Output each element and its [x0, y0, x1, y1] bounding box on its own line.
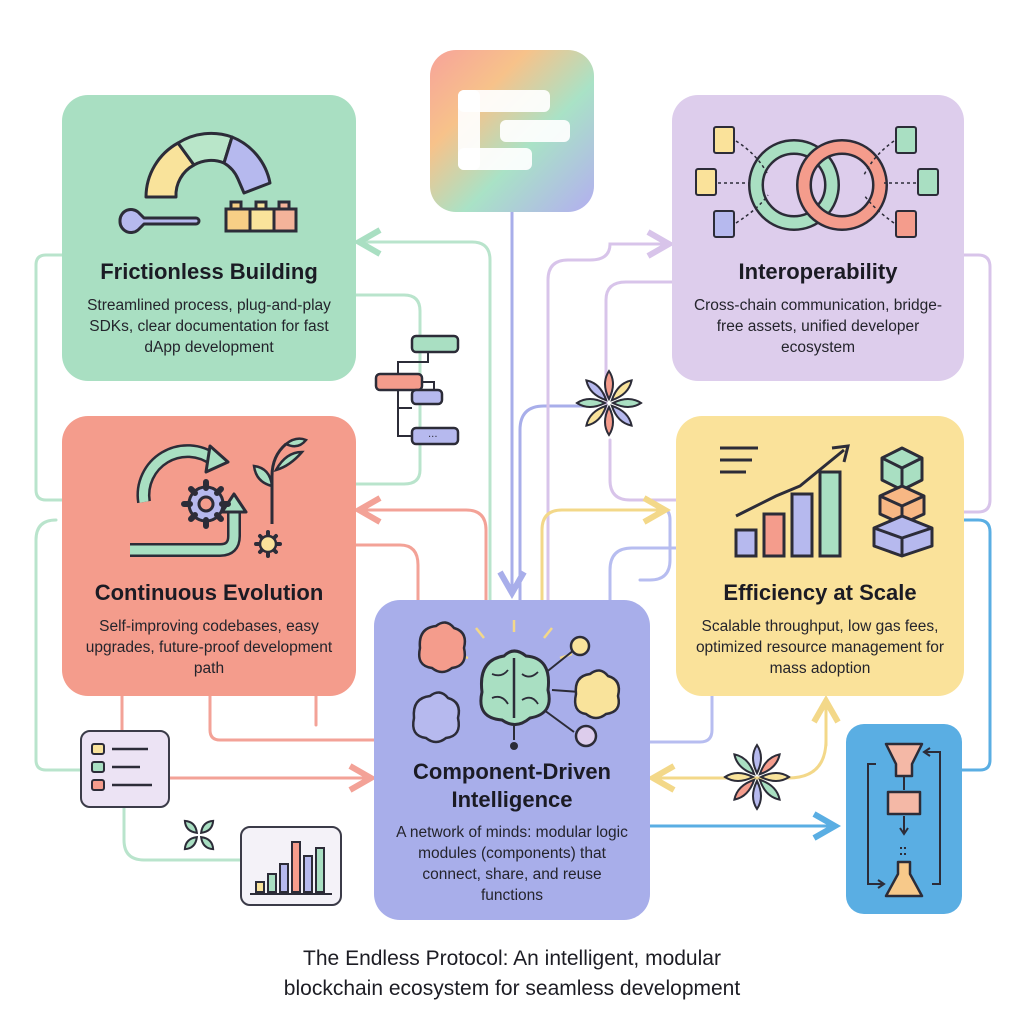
gear-icon	[181, 479, 231, 529]
continuous-evolution-title: Continuous Evolution	[94, 580, 324, 605]
efficiency-at-scale-card: Efficiency at Scale Scalable throughput,…	[676, 416, 964, 696]
interoperability-card: Interoperability Cross-chain communicati…	[672, 95, 964, 381]
frictionless-building-title: Frictionless Building	[100, 259, 318, 284]
efficiency-at-scale-title: Efficiency at Scale	[723, 580, 917, 605]
efficiency-at-scale-description: Scalable throughput, low gas fees, optim…	[695, 618, 945, 677]
caption-line-1: The Endless Protocol: An intelligent, mo…	[303, 947, 721, 970]
component-driven-intelligence-title: Component-Driven Intelligence	[413, 759, 611, 812]
document-icon	[695, 126, 939, 238]
cycle-arrows-icon	[130, 444, 248, 557]
caption: The Endless Protocol: An intelligent, mo…	[0, 944, 1024, 1004]
interoperability-description: Cross-chain communication, bridge-free a…	[693, 297, 943, 356]
svg-text:···: ···	[428, 432, 438, 443]
flower-icon	[183, 819, 215, 851]
sprout-icon	[252, 437, 309, 524]
growth-chart-icon	[720, 444, 850, 558]
continuous-evolution-card: Continuous Evolution Self-improving code…	[62, 416, 356, 696]
flower-icon	[575, 369, 643, 437]
brain-network-icon	[412, 620, 621, 750]
interoperability-title: Interoperability	[738, 259, 898, 284]
linked-rings-icon	[748, 139, 888, 231]
gauge-icon	[144, 131, 272, 199]
wrench-icon	[118, 207, 201, 235]
pipeline-flow-icon	[846, 724, 962, 914]
component-driven-intelligence-card: Component-Driven Intelligence A network …	[374, 600, 650, 920]
gear-icon	[254, 530, 282, 558]
bar-chart-icon	[240, 826, 342, 906]
flower-icon	[723, 743, 791, 811]
continuous-evolution-description: Self-improving codebases, easy upgrades,…	[85, 618, 333, 677]
building-blocks-icon	[224, 200, 298, 233]
modular-blocks-logo-icon	[430, 50, 594, 212]
caption-line-2: blockchain ecosystem for seamless develo…	[283, 977, 741, 1000]
flowchart-icon: ···	[374, 334, 460, 446]
frictionless-building-description: Streamlined process, plug-and-play SDKs,…	[87, 297, 331, 356]
checklist-icon	[80, 730, 170, 808]
frictionless-building-card: Frictionless Building Streamlined proces…	[62, 95, 356, 381]
component-driven-intelligence-description: A network of minds: modular logic module…	[396, 824, 628, 904]
stacked-cubes-icon	[872, 446, 934, 558]
